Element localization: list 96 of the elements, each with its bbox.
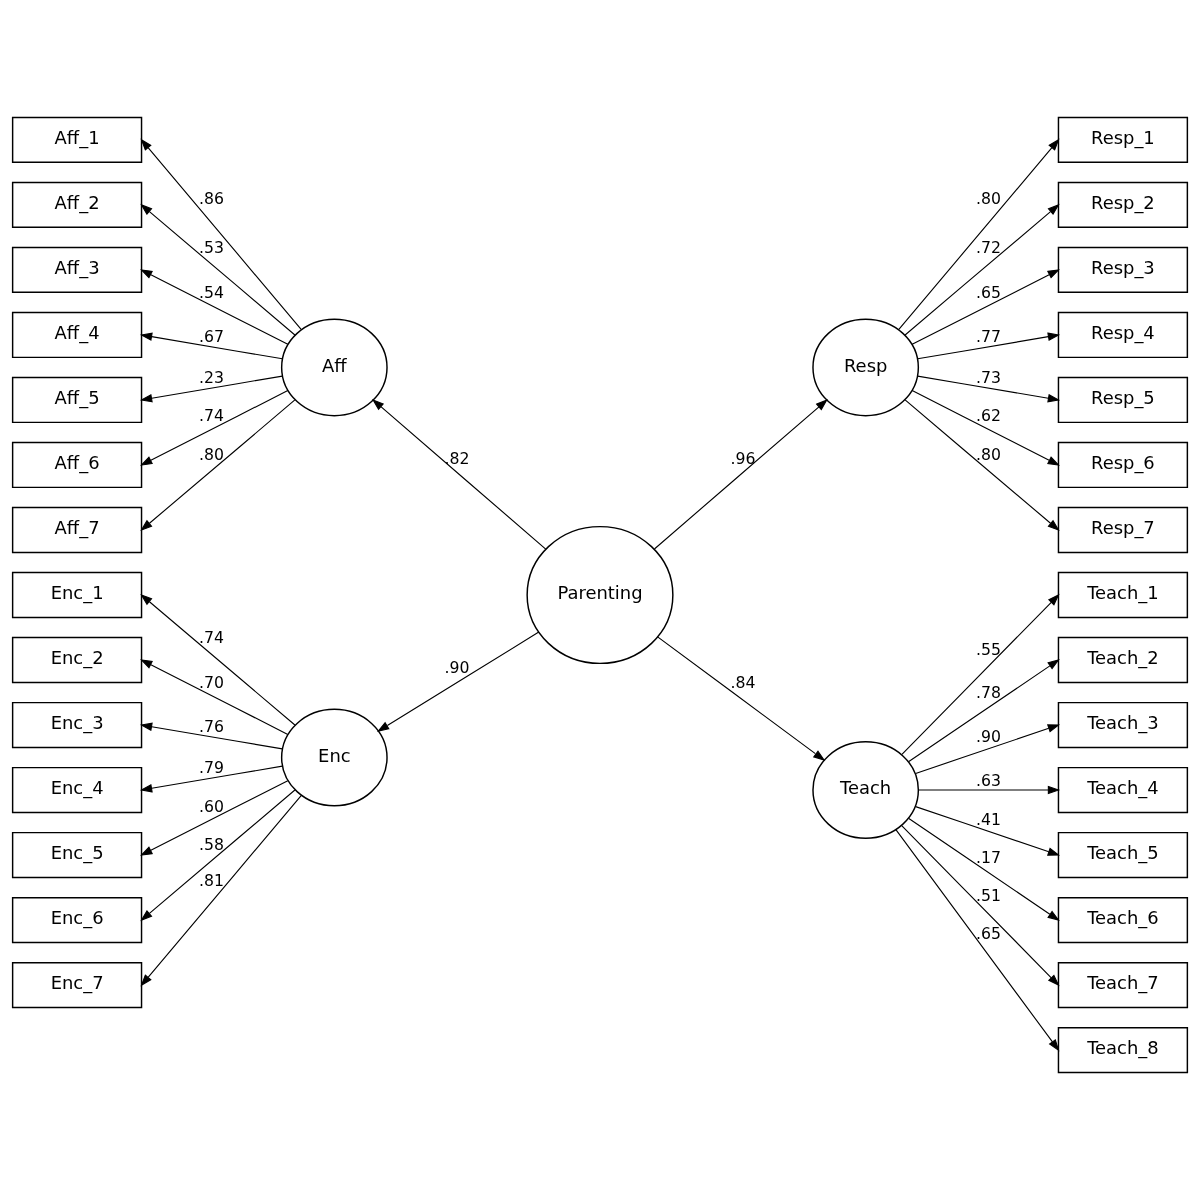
edge-label: .78 xyxy=(975,682,1001,702)
edge-label: .82 xyxy=(444,448,470,468)
edge-label: .58 xyxy=(199,834,225,854)
edge-label: .41 xyxy=(975,809,1001,829)
arrow xyxy=(140,779,289,856)
node-box: Teach_7 xyxy=(1057,961,1189,1008)
edge-label: .65 xyxy=(975,282,1001,302)
edge-label: .74 xyxy=(199,405,225,425)
node-box: Teach_6 xyxy=(1057,896,1189,943)
arrow xyxy=(917,375,1061,402)
node-box: Teach_4 xyxy=(1057,766,1189,813)
arrow xyxy=(140,203,296,335)
arrow xyxy=(915,723,1061,774)
arrow xyxy=(911,268,1060,345)
node-circle: Parenting xyxy=(526,525,674,664)
arrow xyxy=(140,268,289,345)
node-box: Resp_4 xyxy=(1057,311,1189,358)
edge-label: .70 xyxy=(199,672,225,692)
arrow xyxy=(895,828,1060,1051)
arrow xyxy=(908,658,1060,762)
edge-label: .84 xyxy=(730,672,756,692)
arrow xyxy=(915,805,1061,856)
node-box: Teach_3 xyxy=(1057,701,1189,748)
arrow xyxy=(140,593,296,726)
arrow xyxy=(139,375,283,402)
node-box: Teach_8 xyxy=(1057,1026,1189,1073)
node-box: Teach_5 xyxy=(1057,831,1189,878)
edge-label: .67 xyxy=(199,326,225,346)
node-box: Enc_7 xyxy=(11,961,143,1008)
node-box: Enc_5 xyxy=(11,831,143,878)
edge-label: .23 xyxy=(199,367,225,387)
arrow xyxy=(918,785,1061,794)
edge-label: .60 xyxy=(199,796,225,816)
arrow xyxy=(140,138,302,330)
node-box: Teach_1 xyxy=(1057,571,1189,618)
edge-label: .74 xyxy=(199,627,225,647)
edge-label: .96 xyxy=(730,448,756,468)
arrow xyxy=(140,389,289,466)
edge-label: .90 xyxy=(444,657,470,677)
node-box: Aff_1 xyxy=(11,116,143,163)
edge-label: .17 xyxy=(975,847,1001,867)
arrow xyxy=(139,331,283,359)
edge-label: .73 xyxy=(975,367,1001,387)
node-box: Aff_5 xyxy=(11,376,143,423)
node-box: Aff_2 xyxy=(11,181,143,228)
node-box: Resp_5 xyxy=(1057,376,1189,423)
node-box: Resp_2 xyxy=(1057,181,1189,228)
edge-label: .63 xyxy=(975,770,1001,790)
edge-label: .62 xyxy=(975,405,1001,425)
arrow xyxy=(371,398,547,550)
node-box: Aff_6 xyxy=(11,441,143,488)
edge-label: .80 xyxy=(975,188,1001,208)
arrow xyxy=(140,658,289,735)
node-box: Enc_2 xyxy=(11,636,143,683)
edge-label: .65 xyxy=(975,923,1001,943)
edge-label: .53 xyxy=(199,237,225,257)
edge-label: .90 xyxy=(975,726,1001,746)
arrow xyxy=(376,631,540,732)
arrow xyxy=(911,389,1060,466)
arrow xyxy=(139,765,283,793)
node-box: Aff_4 xyxy=(11,311,143,358)
edge-label: .86 xyxy=(199,188,225,208)
node-box: Resp_6 xyxy=(1057,441,1189,488)
edge-label: .72 xyxy=(975,237,1001,257)
edge-label: .55 xyxy=(975,639,1001,659)
edge-label: .79 xyxy=(199,757,225,777)
arrow xyxy=(653,398,828,549)
node-box: Enc_6 xyxy=(11,896,143,943)
node-box: Enc_1 xyxy=(11,571,143,618)
edge-label: .80 xyxy=(975,444,1001,464)
edge-label: .80 xyxy=(199,444,225,464)
arrow xyxy=(140,788,296,921)
node-box: Aff_3 xyxy=(11,246,143,293)
arrow xyxy=(901,593,1060,755)
edge-label: .51 xyxy=(975,885,1001,905)
node-box: Resp_7 xyxy=(1057,506,1189,553)
arrow xyxy=(904,203,1060,335)
edge-label: .76 xyxy=(199,716,225,736)
node-box: Enc_3 xyxy=(11,701,143,748)
node-box: Aff_7 xyxy=(11,506,143,553)
node-box: Enc_4 xyxy=(11,766,143,813)
edge-label: .81 xyxy=(199,870,225,890)
arrow xyxy=(908,817,1060,921)
arrow xyxy=(898,138,1060,330)
arrow xyxy=(140,398,296,531)
node-box: Resp_1 xyxy=(1057,116,1189,163)
arrow xyxy=(904,398,1060,531)
arrow xyxy=(917,331,1061,359)
node-box: Teach_2 xyxy=(1057,636,1189,683)
arrow xyxy=(140,794,302,986)
edge-label: .54 xyxy=(199,282,225,302)
edge-label: .77 xyxy=(975,326,1001,346)
arrow xyxy=(657,635,826,761)
arrow xyxy=(901,824,1060,986)
arrow xyxy=(139,722,283,749)
node-box: Resp_3 xyxy=(1057,246,1189,293)
